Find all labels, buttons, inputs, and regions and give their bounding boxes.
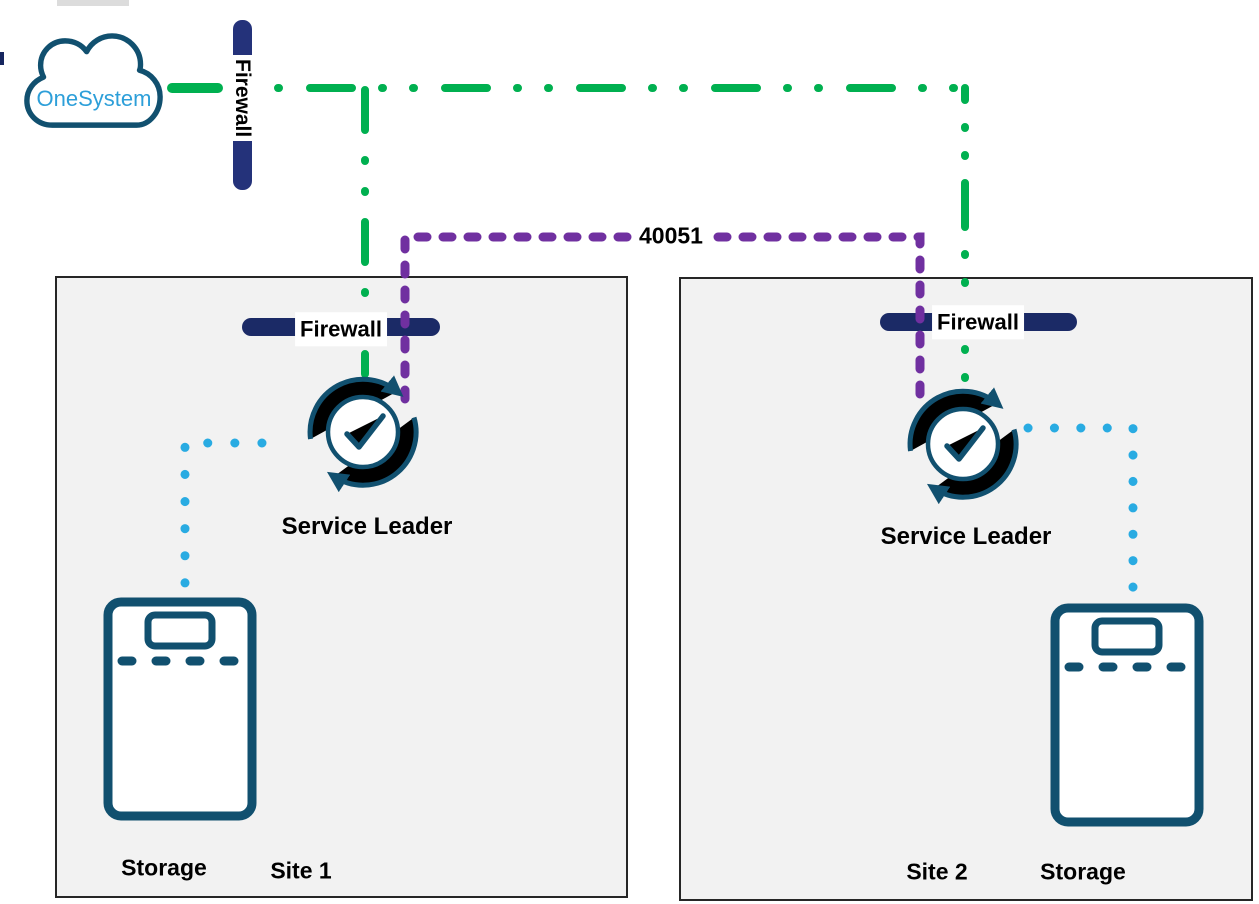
- site-2-name-label: Site 2: [906, 858, 968, 885]
- storage-icon-site-1: [103, 597, 257, 821]
- cyan-storage-line-site-2: [1023, 423, 1138, 597]
- site-2-firewall-label: Firewall: [932, 305, 1024, 339]
- onesystem-label: OneSystem: [36, 86, 152, 111]
- site-1-name-label: Site 1: [270, 857, 332, 884]
- external-firewall-label: Firewall: [228, 55, 256, 142]
- site-2-storage-label: Storage: [1040, 858, 1126, 885]
- service-leader-icon-site-1: [307, 375, 419, 493]
- purple-replication-line: [400, 232, 925, 404]
- site-1-service-leader-label: Service Leader: [281, 513, 453, 540]
- onesystem-cloud-icon: [24, 33, 163, 128]
- replication-port-label: 40051: [632, 220, 710, 252]
- cropped-edge-artifact-left: [0, 52, 4, 65]
- site-2-service-leader-label: Service Leader: [880, 523, 1052, 550]
- cyan-storage-line-site-1: [180, 438, 267, 604]
- cropped-edge-artifact-top: [57, 0, 129, 6]
- storage-icon-site-2: [1050, 603, 1204, 827]
- site-1-storage-label: Storage: [121, 854, 207, 881]
- site-1-firewall-label: Firewall: [295, 312, 387, 346]
- service-leader-icon-site-2: [907, 387, 1019, 505]
